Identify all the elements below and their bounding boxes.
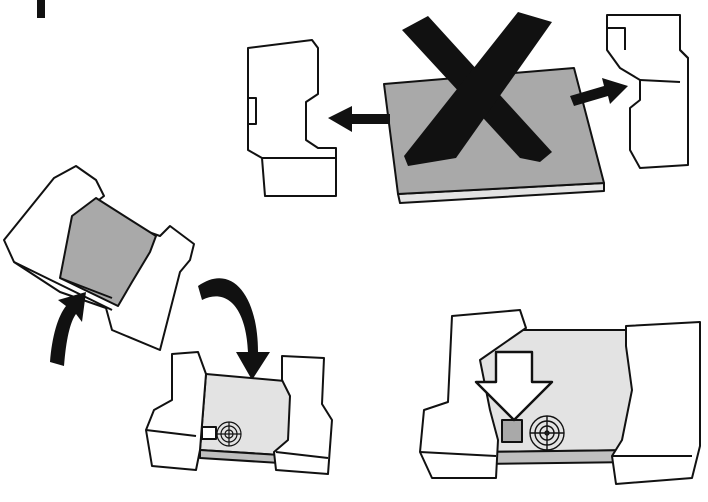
small-label-square — [201, 426, 217, 440]
small-appliance-top — [199, 373, 297, 457]
large-fan-grille-icon — [529, 415, 565, 451]
hollow-arrow-down-icon — [474, 350, 554, 422]
step-tilt — [3, 165, 270, 380]
large-protector-left — [419, 309, 527, 479]
large-label-square — [501, 419, 523, 443]
curved-arrow-up-icon — [50, 292, 86, 366]
small-protector-right — [273, 355, 333, 475]
arrow-right-icon — [570, 78, 628, 106]
step-do-not-lift — [247, 12, 689, 204]
appliance-top-view — [383, 67, 605, 204]
small-fan-grille-icon — [216, 421, 242, 447]
protector-left — [247, 39, 337, 197]
step-place-flat — [145, 351, 333, 475]
large-protector-right — [611, 321, 701, 485]
arrow-left-icon — [328, 106, 390, 132]
step-lift-out — [419, 309, 701, 485]
curved-arrow-down-icon — [198, 278, 270, 380]
cross-mark-icon — [402, 12, 552, 166]
protector-right — [606, 14, 689, 169]
small-protector-left — [145, 351, 207, 471]
corner-mark — [37, 0, 45, 18]
